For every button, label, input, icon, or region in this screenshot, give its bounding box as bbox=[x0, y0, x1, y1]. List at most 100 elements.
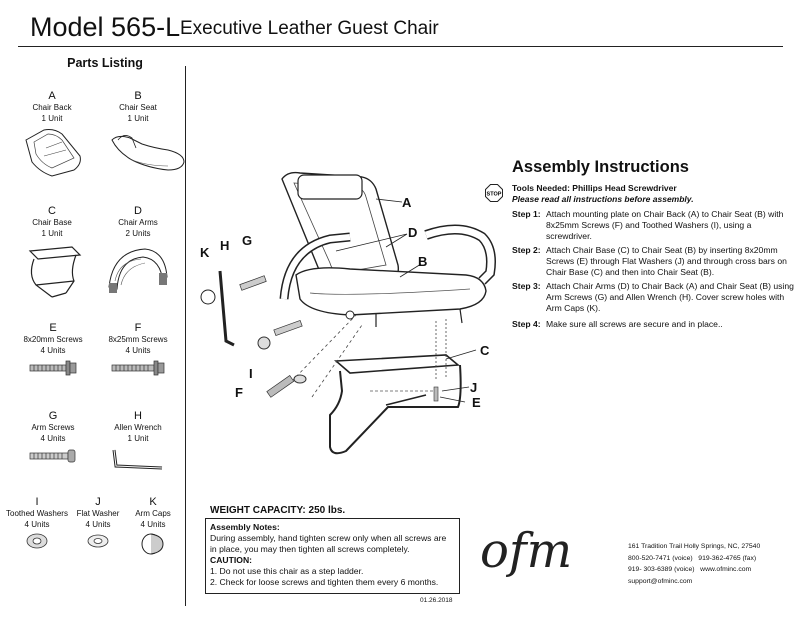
part-name: Chair Back bbox=[32, 103, 72, 112]
part-name: Arm Caps bbox=[135, 509, 171, 518]
part-qty: 4 Units bbox=[85, 520, 111, 529]
part-j: J Flat Washer 4 Units bbox=[70, 496, 126, 550]
part-c: C Chair Base 1 Unit bbox=[22, 205, 82, 301]
part-letter: G bbox=[48, 410, 58, 422]
part-d: D Chair Arms 2 Units bbox=[105, 205, 171, 299]
step-1: Step 1: Attach mounting plate on Chair B… bbox=[512, 209, 797, 242]
callout-k: K bbox=[200, 245, 210, 260]
part-qty: 1 Unit bbox=[41, 229, 63, 238]
toothed-washer-icon bbox=[26, 533, 48, 549]
flat-washer-icon bbox=[87, 534, 109, 548]
step-text: Make sure all screws are secure and in p… bbox=[546, 319, 723, 329]
header-rule bbox=[18, 46, 783, 47]
part-letter: A bbox=[48, 90, 56, 102]
caution-item: 2. Check for loose screws and tighten th… bbox=[210, 577, 439, 587]
phone-voice: 800-520-7471 (voice) bbox=[628, 554, 693, 562]
part-letter: K bbox=[149, 496, 157, 508]
step-3: Step 3: Attach Chair Arms (D) to Chair B… bbox=[512, 281, 797, 314]
part-letter: D bbox=[134, 205, 142, 217]
notes-text: During assembly, hand tighten screw only… bbox=[210, 533, 447, 554]
step-text: Attach Chair Base (C) to Chair Seat (B) … bbox=[546, 245, 787, 277]
part-b: B Chair Seat 1 Unit bbox=[108, 90, 185, 176]
phone-row: 800-520-7471 (voice) 919-362-4765 (fax) bbox=[628, 553, 760, 565]
phone-row-2: 919- 303-6389 (voice) www.ofminc.com bbox=[628, 564, 760, 576]
callout-h: H bbox=[220, 238, 230, 253]
part-name: 8x25mm Screws bbox=[108, 335, 168, 344]
part-qty: 4 Units bbox=[125, 346, 151, 355]
assembly-notes-box: Assembly Notes: During assembly, hand ti… bbox=[205, 518, 460, 594]
caution-title: CAUTION: bbox=[210, 555, 253, 565]
logo-text: ofm bbox=[480, 523, 572, 579]
part-name: Toothed Washers bbox=[6, 509, 68, 518]
tools-note: Please read all instructions before asse… bbox=[512, 194, 694, 204]
website-link[interactable]: www.ofminc.com bbox=[700, 566, 752, 573]
product-title: Executive Leather Guest Chair bbox=[180, 18, 439, 39]
arm-cap-icon bbox=[141, 533, 164, 555]
allen-wrench-icon bbox=[112, 449, 163, 470]
callout-c: C bbox=[480, 343, 490, 358]
screw-8x25-icon bbox=[111, 360, 165, 376]
step-label: Step 1: bbox=[512, 209, 541, 219]
part-i: I Toothed Washers 4 Units bbox=[6, 496, 68, 550]
part-name: Flat Washer bbox=[76, 509, 120, 518]
revision-date: 01.26.2018 bbox=[420, 597, 453, 604]
part-name: Allen Wrench bbox=[114, 423, 162, 432]
arm-screw-icon bbox=[29, 449, 76, 463]
notes-title: Assembly Notes: bbox=[210, 522, 280, 532]
part-qty: 1 Unit bbox=[127, 114, 149, 123]
part-name: 8x20mm Screws bbox=[23, 335, 83, 344]
part-qty: 4 Units bbox=[40, 434, 66, 443]
part-qty: 1 Unit bbox=[41, 114, 63, 123]
chair-back-icon bbox=[25, 129, 81, 177]
email-link[interactable]: support@ofminc.com bbox=[628, 577, 693, 585]
step-label: Step 3: bbox=[512, 281, 541, 291]
part-qty: 4 Units bbox=[24, 520, 50, 529]
part-f: F 8x25mm Screws 4 Units bbox=[105, 322, 171, 378]
part-qty: 4 Units bbox=[140, 520, 166, 529]
part-qty: 4 Units bbox=[40, 346, 66, 355]
part-letter: J bbox=[95, 496, 101, 508]
address: 161 Tradition Trail Holly Springs, NC, 2… bbox=[628, 543, 761, 550]
part-name: Chair Seat bbox=[119, 103, 157, 112]
parts-listing-title: Parts Listing bbox=[67, 56, 143, 70]
part-a: A Chair Back 1 Unit bbox=[22, 90, 82, 178]
part-qty: 2 Units bbox=[125, 229, 151, 238]
part-letter: E bbox=[49, 322, 57, 334]
weight-capacity: WEIGHT CAPACITY: 250 lbs. bbox=[210, 505, 346, 516]
callout-f: F bbox=[235, 385, 243, 400]
step-text: Attach mounting plate on Chair Back (A) … bbox=[546, 209, 784, 241]
step-text: Attach Chair Arms (D) to Chair Back (A) … bbox=[546, 281, 794, 313]
step-label: Step 2: bbox=[512, 245, 541, 255]
callout-j: J bbox=[470, 380, 478, 395]
part-letter: H bbox=[134, 410, 142, 422]
contact-block: 161 Tradition Trail Holly Springs, NC, 2… bbox=[628, 541, 760, 587]
tools-needed: Tools Needed: Phillips Head Screwdriver bbox=[512, 183, 677, 193]
column-divider bbox=[185, 66, 186, 606]
step-label: Step 4: bbox=[512, 319, 541, 329]
part-letter: F bbox=[134, 322, 142, 334]
chair-arms-icon bbox=[108, 248, 168, 293]
stop-label: STOP bbox=[487, 192, 502, 198]
part-letter: I bbox=[35, 496, 39, 508]
part-letter: B bbox=[134, 90, 142, 102]
phone-voice-2: 919- 303-6389 (voice) bbox=[628, 566, 695, 573]
part-g: G Arm Screws 4 Units bbox=[20, 410, 86, 466]
callout-d: D bbox=[408, 225, 418, 240]
assembly-title: Assembly Instructions bbox=[512, 158, 689, 176]
callout-e: E bbox=[472, 395, 481, 410]
step-4: Step 4: Make sure all screws are secure … bbox=[512, 319, 797, 330]
part-e: E 8x20mm Screws 4 Units bbox=[20, 322, 86, 378]
screw-8x20-icon bbox=[29, 360, 77, 376]
exploded-chair-diagram bbox=[200, 171, 496, 455]
part-name: Chair Base bbox=[32, 218, 72, 227]
part-name: Arm Screws bbox=[31, 423, 75, 432]
part-k: K Arm Caps 4 Units bbox=[128, 496, 178, 556]
callout-g: G bbox=[242, 233, 253, 248]
step-2: Step 2: Attach Chair Base (C) to Chair S… bbox=[512, 245, 797, 278]
part-name: Chair Arms bbox=[118, 218, 158, 227]
callout-a: A bbox=[402, 195, 412, 210]
part-h: H Allen Wrench 1 Unit bbox=[105, 410, 171, 470]
part-qty: 1 Unit bbox=[127, 434, 149, 443]
chair-seat-icon bbox=[111, 135, 185, 171]
chair-base-icon bbox=[28, 246, 82, 298]
